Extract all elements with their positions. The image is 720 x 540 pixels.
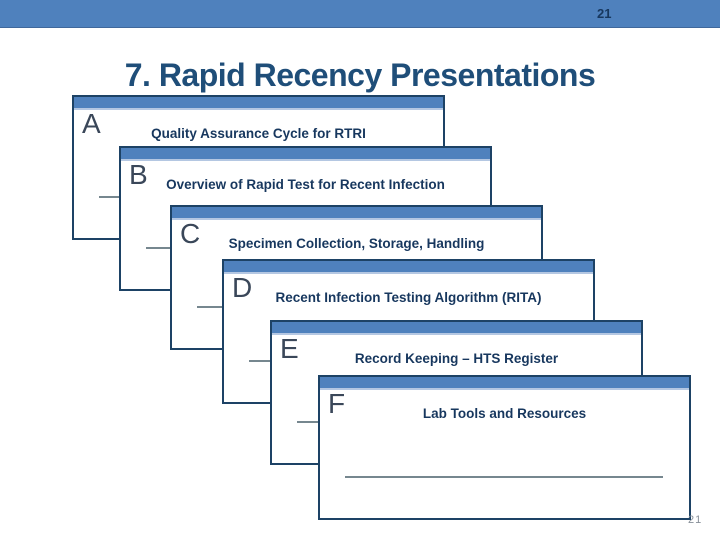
thumbnail-title: Lab Tools and Resources xyxy=(422,406,587,421)
thumbnail-title: Specimen Collection, Storage, Handling xyxy=(228,236,485,251)
thumbnail-label: A xyxy=(82,108,101,139)
thumbnail-title-bar xyxy=(224,261,593,274)
thumbnail-label: F xyxy=(328,388,346,419)
thumbnail-title-bar xyxy=(121,148,490,161)
thumbnail-title: Record Keeping – HTS Register xyxy=(354,351,559,366)
thumbnail-title: Overview of Rapid Test for Recent Infect… xyxy=(166,177,445,192)
thumbnail-title: Recent Infection Testing Algorithm (RITA… xyxy=(275,290,542,305)
thumbnail-label: B xyxy=(129,159,148,190)
slide-main-title: 7. Rapid Recency Presentations xyxy=(124,57,596,94)
thumbnail-title-bar xyxy=(74,97,443,110)
presentation-thumbnail-f[interactable]: F Lab Tools and Resources xyxy=(318,375,691,520)
slide-page-number: 21 xyxy=(688,514,703,526)
thumbnail-title-bar xyxy=(172,207,541,220)
thumbnail-label: C xyxy=(180,218,201,249)
slide-header-bar: 21 xyxy=(0,0,720,28)
thumbnail-label: E xyxy=(280,333,299,364)
header-page-number: 21 xyxy=(597,6,612,21)
thumbnail-label: D xyxy=(232,272,253,303)
thumbnail-title-bar xyxy=(272,322,641,335)
thumbnail-title: Quality Assurance Cycle for RTRI xyxy=(151,126,366,141)
divider-line xyxy=(345,476,663,478)
thumbnail-title-bar xyxy=(320,377,689,390)
